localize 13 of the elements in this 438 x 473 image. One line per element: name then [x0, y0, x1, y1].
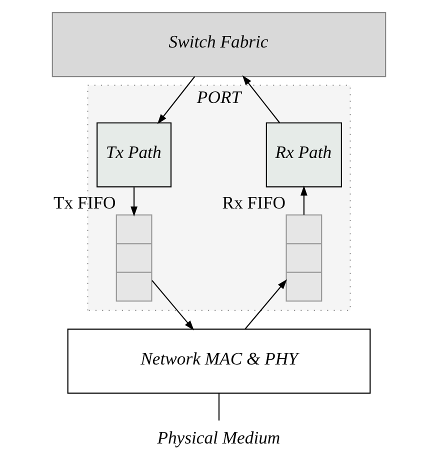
node-box: Tx Path	[96, 122, 172, 188]
node-box: Network MAC & PHY	[67, 328, 371, 394]
arrow	[130, 187, 138, 216]
arrow	[242, 75, 280, 124]
node-box: Rx Path	[266, 122, 342, 188]
node-label: Rx FIFO	[222, 192, 286, 213]
connector	[218, 393, 220, 421]
arrow	[152, 280, 194, 330]
node-text: Physical Medium	[157, 428, 280, 448]
arrow	[244, 279, 288, 330]
node-label: Tx FIFO	[54, 192, 116, 213]
node-box: Switch Fabric	[52, 12, 386, 78]
arrow	[300, 186, 308, 215]
